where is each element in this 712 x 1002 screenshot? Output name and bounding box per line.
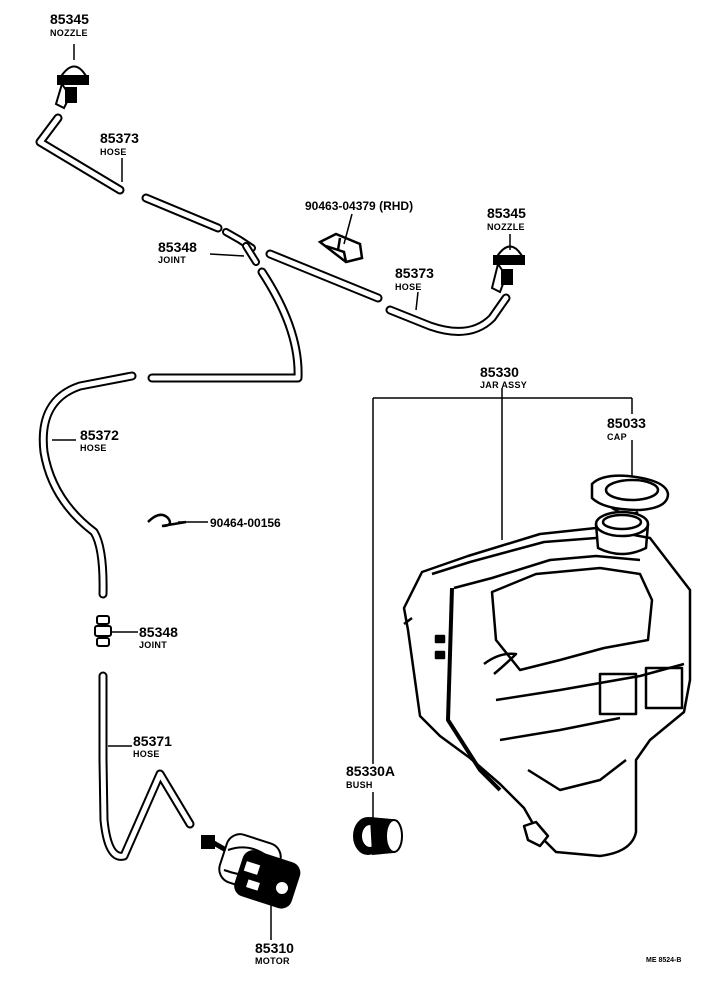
part-number: 85372 <box>80 427 119 443</box>
label-nozzle-right: 85345 NOZZLE <box>487 205 526 232</box>
hose-mid-85372 <box>38 267 303 599</box>
part-number: 85348 <box>158 239 197 255</box>
part-number: 85345 <box>50 11 89 27</box>
nozzle-right-85345 <box>490 245 525 294</box>
bush-85330a <box>353 817 403 855</box>
part-number: 85371 <box>133 733 172 749</box>
label-joint-lower: 85348 JOINT <box>139 624 178 650</box>
label-joint-upper: 85348 JOINT <box>158 239 197 265</box>
cap-85033 <box>590 474 670 516</box>
part-number: 85310 <box>255 940 294 956</box>
label-hose-right: 85373 HOSE <box>395 265 434 292</box>
label-jar-assy: 85330 JAR ASSY <box>480 364 527 390</box>
part-name: CAP <box>607 432 627 442</box>
motor-85310 <box>201 833 301 909</box>
part-number: 85033 <box>607 415 646 431</box>
clip-90463 <box>317 232 364 264</box>
label-bush: 85330A BUSH <box>346 763 395 790</box>
leader-lines <box>52 44 633 940</box>
hose-right-85373 <box>265 249 511 336</box>
label-hose-upper: 85373 HOSE <box>100 130 139 157</box>
figure-code: ME 8524-B <box>646 957 681 964</box>
part-name: JOINT <box>158 255 186 265</box>
part-number: 85330A <box>346 763 395 779</box>
hose-lower-85371 <box>98 671 195 861</box>
part-number: 85345 <box>487 205 526 221</box>
part-name: MOTOR <box>255 956 290 966</box>
part-name: HOSE <box>133 749 160 759</box>
hose-upper-85373 <box>35 113 223 233</box>
nozzle-left-85345 <box>54 65 89 110</box>
part-number: 85348 <box>139 624 178 640</box>
part-number: 85330 <box>480 364 519 380</box>
label-nozzle-left: 85345 NOZZLE <box>50 11 89 38</box>
part-number: 90464-00156 <box>210 516 281 530</box>
label-hose-lower: 85371 HOSE <box>133 733 172 759</box>
label-cap: 85033 CAP <box>607 415 646 442</box>
label-clip: 90463-04379 (RHD) <box>305 199 413 213</box>
label-motor: 85310 MOTOR <box>255 940 294 966</box>
part-name: JOINT <box>139 640 167 650</box>
joint-lower-85348 <box>94 615 112 647</box>
part-number: 85373 <box>100 130 139 146</box>
part-name: HOSE <box>80 443 107 453</box>
part-name: JAR ASSY <box>480 380 527 390</box>
label-hose-mid: 85372 HOSE <box>80 427 119 453</box>
part-name: BUSH <box>346 780 373 790</box>
part-name: HOSE <box>395 282 422 292</box>
part-name: HOSE <box>100 147 127 157</box>
joint-upper-85348 <box>222 228 260 266</box>
jar-assy-85330 <box>402 510 692 858</box>
part-name: NOZZLE <box>50 28 88 38</box>
part-number: 90463-04379 (RHD) <box>305 199 413 213</box>
part-number: 85373 <box>395 265 434 281</box>
label-clamp: 90464-00156 <box>210 516 281 530</box>
part-name: NOZZLE <box>487 222 525 232</box>
clamp-90464 <box>147 513 187 528</box>
